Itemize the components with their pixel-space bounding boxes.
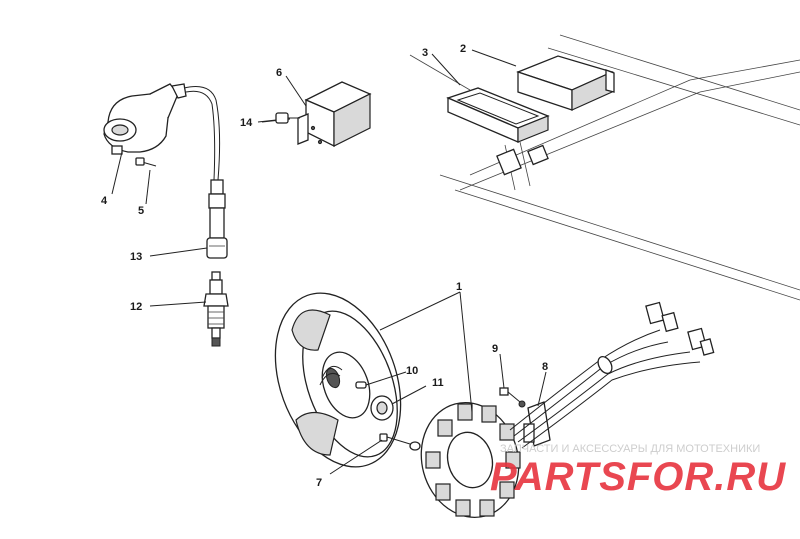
callout-9: 9 <box>492 343 498 355</box>
ignition-coil <box>103 83 221 181</box>
callout-7: 7 <box>316 477 322 489</box>
stator <box>420 401 521 519</box>
stator-bolt <box>379 433 421 451</box>
frame-rails <box>409 34 800 301</box>
callout-3: 3 <box>422 47 428 59</box>
watermark: ЗАПЧАСТИ И АКСЕССУАРЫ ДЛЯ МОТОТЕХНИКИ PA… <box>490 443 786 499</box>
callout-5: 5 <box>138 205 144 217</box>
spark-plug <box>203 271 229 347</box>
ecu-holder <box>446 87 550 143</box>
callout-13: 13 <box>130 251 142 263</box>
watermark-brand: PARTSFOR.RU <box>490 455 786 499</box>
callout-11: 11 <box>432 377 444 389</box>
callout-14: 14 <box>240 117 253 129</box>
callout-10: 10 <box>406 365 418 377</box>
callout-8: 8 <box>542 361 548 373</box>
stator-wiring <box>509 301 715 449</box>
spark-plug-cap <box>206 179 228 259</box>
woodruff-key <box>355 381 367 389</box>
flywheel-nut <box>370 395 394 421</box>
pickup-screw <box>499 387 526 408</box>
voltage-regulator <box>297 81 372 148</box>
flywheel-rotor <box>274 292 402 468</box>
callouts: 1 2 3 4 5 6 7 8 9 10 11 12 13 14 <box>101 43 548 489</box>
leader-lines <box>111 49 547 475</box>
callout-6: 6 <box>276 67 282 79</box>
callout-2: 2 <box>460 43 466 55</box>
callout-1: 1 <box>456 281 462 293</box>
regulator-screw <box>261 112 300 124</box>
callout-4: 4 <box>101 195 108 207</box>
watermark-tagline: ЗАПЧАСТИ И АКСЕССУАРЫ ДЛЯ МОТОТЕХНИКИ <box>500 443 760 455</box>
callout-12: 12 <box>130 301 142 313</box>
coil-screw <box>135 157 157 167</box>
ecu-unit <box>516 55 615 111</box>
